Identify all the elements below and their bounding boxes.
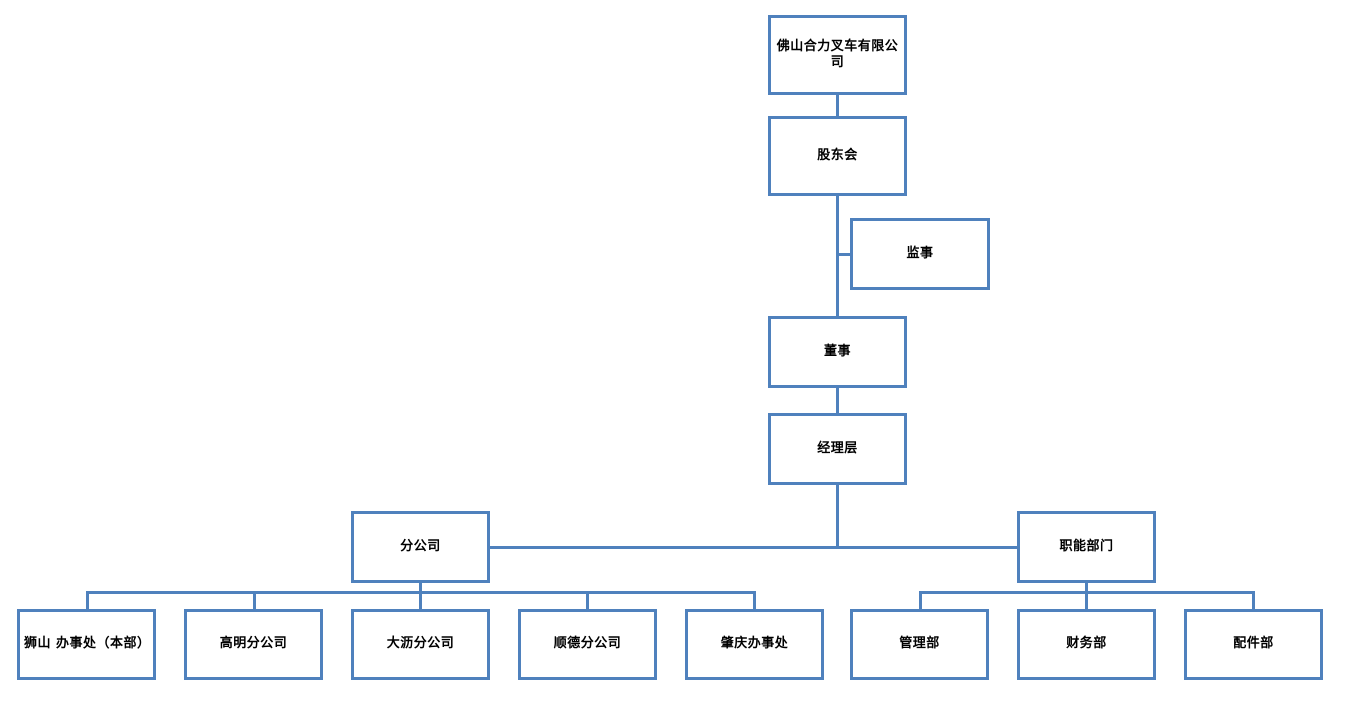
node-departments[interactable]: 职能部门 xyxy=(1017,511,1156,583)
node-finance-dept[interactable]: 财务部 xyxy=(1017,609,1156,680)
node-management[interactable]: 经理层 xyxy=(768,413,907,485)
connector-company-to-shareholders xyxy=(836,95,839,116)
node-gaoming-branch[interactable]: 高明分公司 xyxy=(184,609,323,680)
connector-trunk-to-supervisor xyxy=(836,253,853,256)
node-dali-branch[interactable]: 大沥分公司 xyxy=(351,609,490,680)
connector-branches-stem xyxy=(419,583,422,593)
connector-drop-gaoming xyxy=(253,591,256,609)
connector-departments-stem xyxy=(1085,583,1088,593)
node-director[interactable]: 董事 xyxy=(768,316,907,388)
connector-shareholders-trunk xyxy=(836,196,839,316)
node-shareholders[interactable]: 股东会 xyxy=(768,116,907,196)
connector-drop-shunde xyxy=(586,591,589,609)
node-parts-dept[interactable]: 配件部 xyxy=(1184,609,1323,680)
connector-drop-peijian xyxy=(1252,591,1255,609)
connector-drop-shishan xyxy=(86,591,89,609)
node-supervisor[interactable]: 监事 xyxy=(850,218,990,290)
connector-level5-bus xyxy=(490,546,1017,549)
node-shunde-branch[interactable]: 顺德分公司 xyxy=(518,609,657,680)
connector-drop-caiwu xyxy=(1085,591,1088,609)
connector-drop-dali xyxy=(419,591,422,609)
node-management-dept[interactable]: 管理部 xyxy=(850,609,989,680)
connector-drop-guanli xyxy=(919,591,922,609)
node-shishan-office[interactable]: 狮山 办事处（本部） xyxy=(17,609,156,680)
node-branches[interactable]: 分公司 xyxy=(351,511,490,583)
node-company[interactable]: 佛山合力叉车有限公司 xyxy=(768,15,907,95)
connector-management-to-bus xyxy=(836,485,839,547)
node-zhaoqing-office[interactable]: 肇庆办事处 xyxy=(685,609,824,680)
connector-director-to-management xyxy=(836,388,839,413)
connector-drop-zhaoqing xyxy=(753,591,756,609)
